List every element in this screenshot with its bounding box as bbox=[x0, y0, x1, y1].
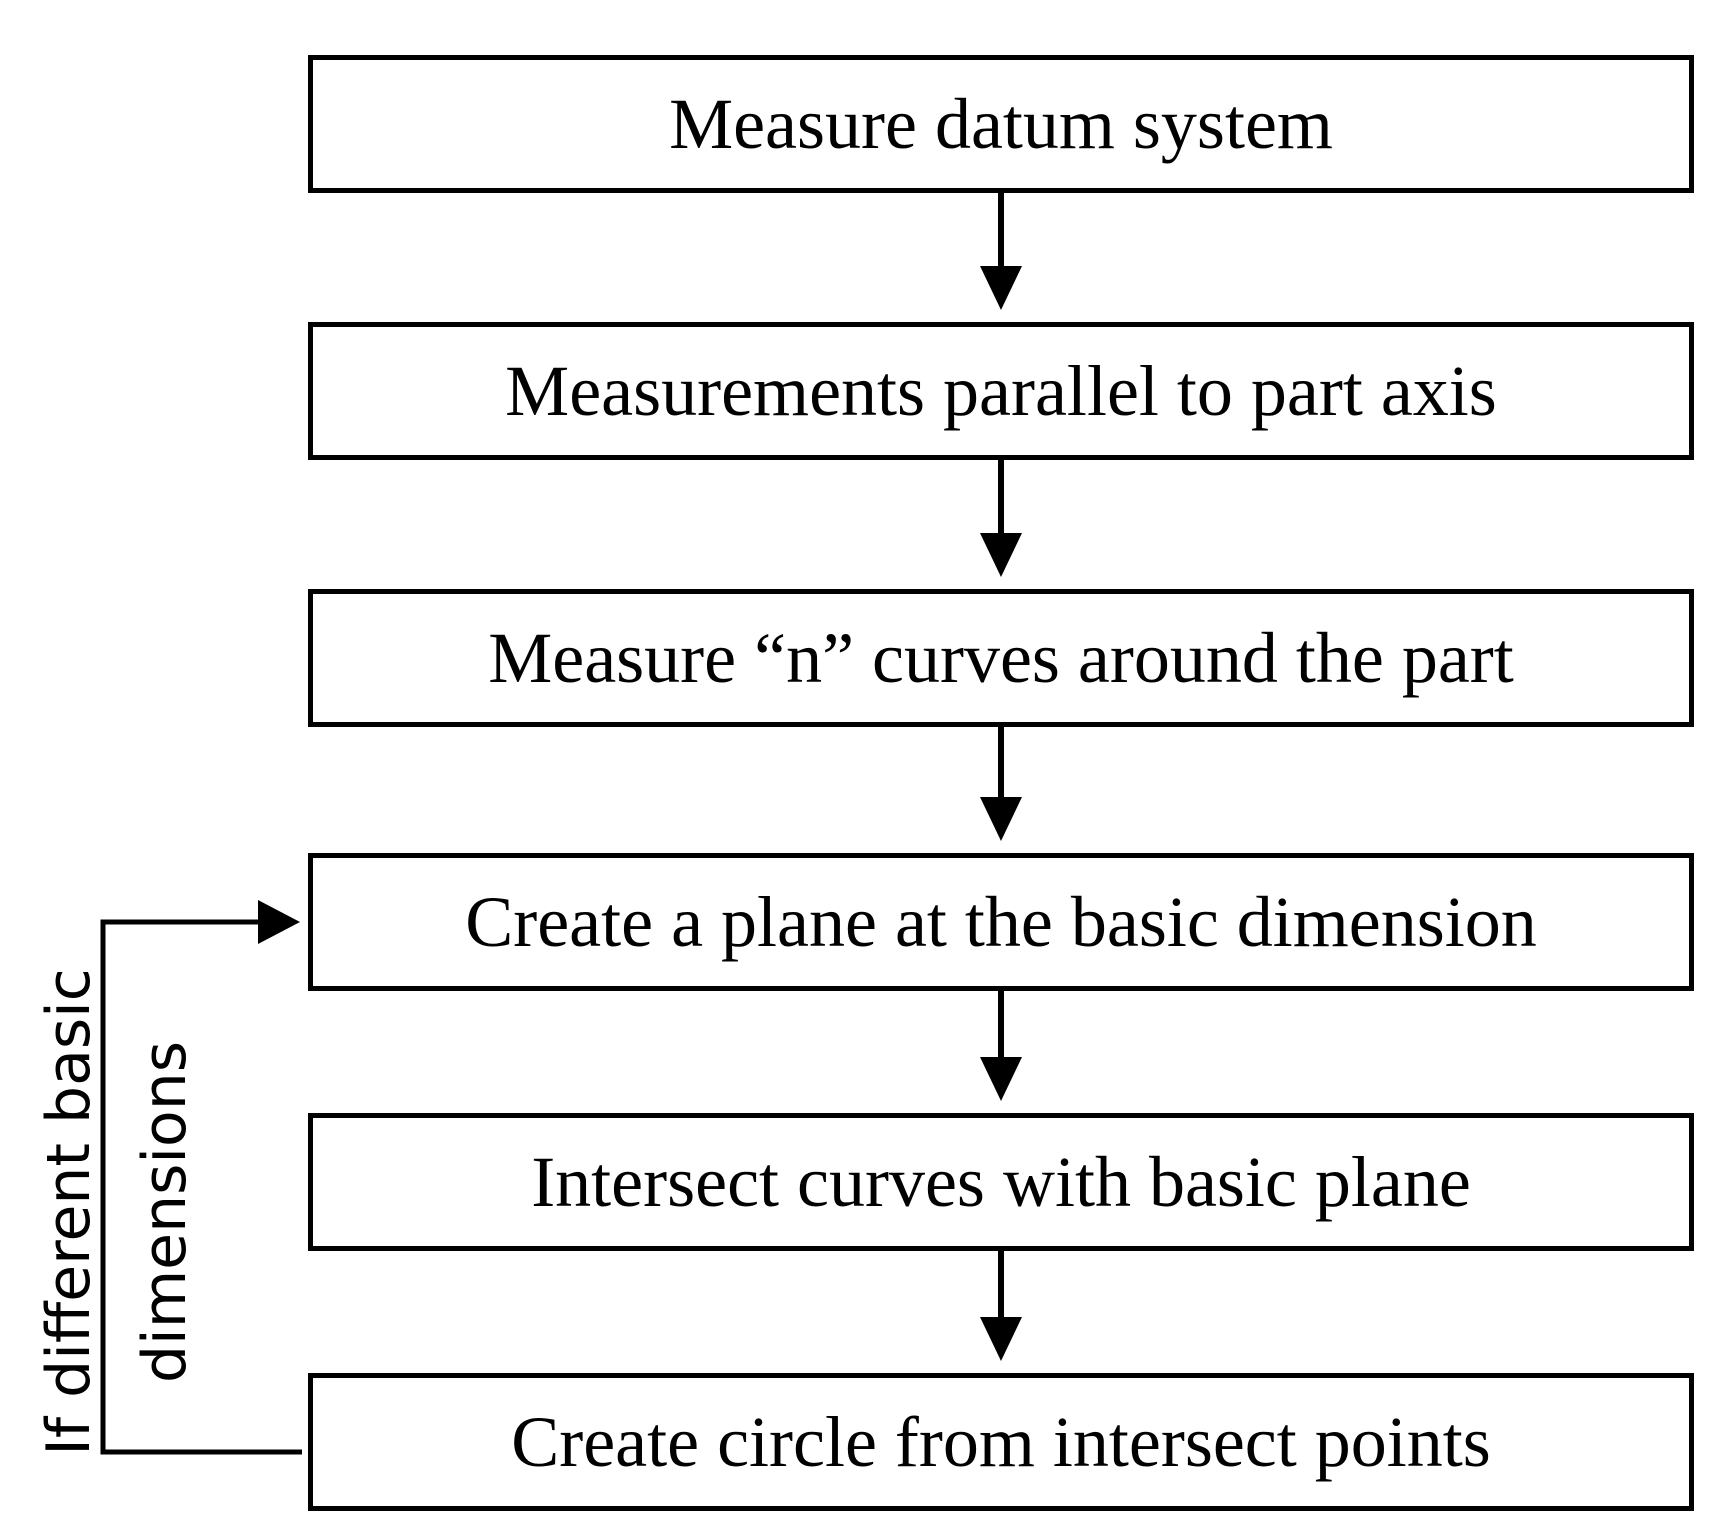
step-create-circle: Create circle from intersect points bbox=[308, 1373, 1694, 1511]
loop-label-line-1: If different basic bbox=[34, 968, 104, 1456]
step-measure-datum-system: Measure datum system bbox=[308, 55, 1694, 193]
arrow-step3-to-step4 bbox=[980, 727, 1022, 841]
step-label: Measurements parallel to part axis bbox=[505, 351, 1497, 431]
step-intersect-curves: Intersect curves with basic plane bbox=[308, 1113, 1694, 1251]
arrow-step1-to-step2 bbox=[980, 193, 1022, 310]
loop-back-arrow bbox=[100, 900, 302, 1455]
step-label: Measure “n” curves around the part bbox=[488, 618, 1514, 698]
step-label: Create circle from intersect points bbox=[511, 1402, 1491, 1482]
step-label: Create a plane at the basic dimension bbox=[465, 882, 1537, 962]
loop-label-line-2: dimensions bbox=[130, 1040, 200, 1384]
step-measure-n-curves: Measure “n” curves around the part bbox=[308, 589, 1694, 727]
step-create-plane: Create a plane at the basic dimension bbox=[308, 853, 1694, 991]
arrow-step2-to-step3 bbox=[980, 460, 1022, 577]
arrow-step4-to-step5 bbox=[980, 991, 1022, 1101]
step-label: Intersect curves with basic plane bbox=[531, 1142, 1471, 1222]
arrow-step5-to-step6 bbox=[980, 1251, 1022, 1361]
step-measurements-parallel: Measurements parallel to part axis bbox=[308, 322, 1694, 460]
step-label: Measure datum system bbox=[669, 84, 1333, 164]
